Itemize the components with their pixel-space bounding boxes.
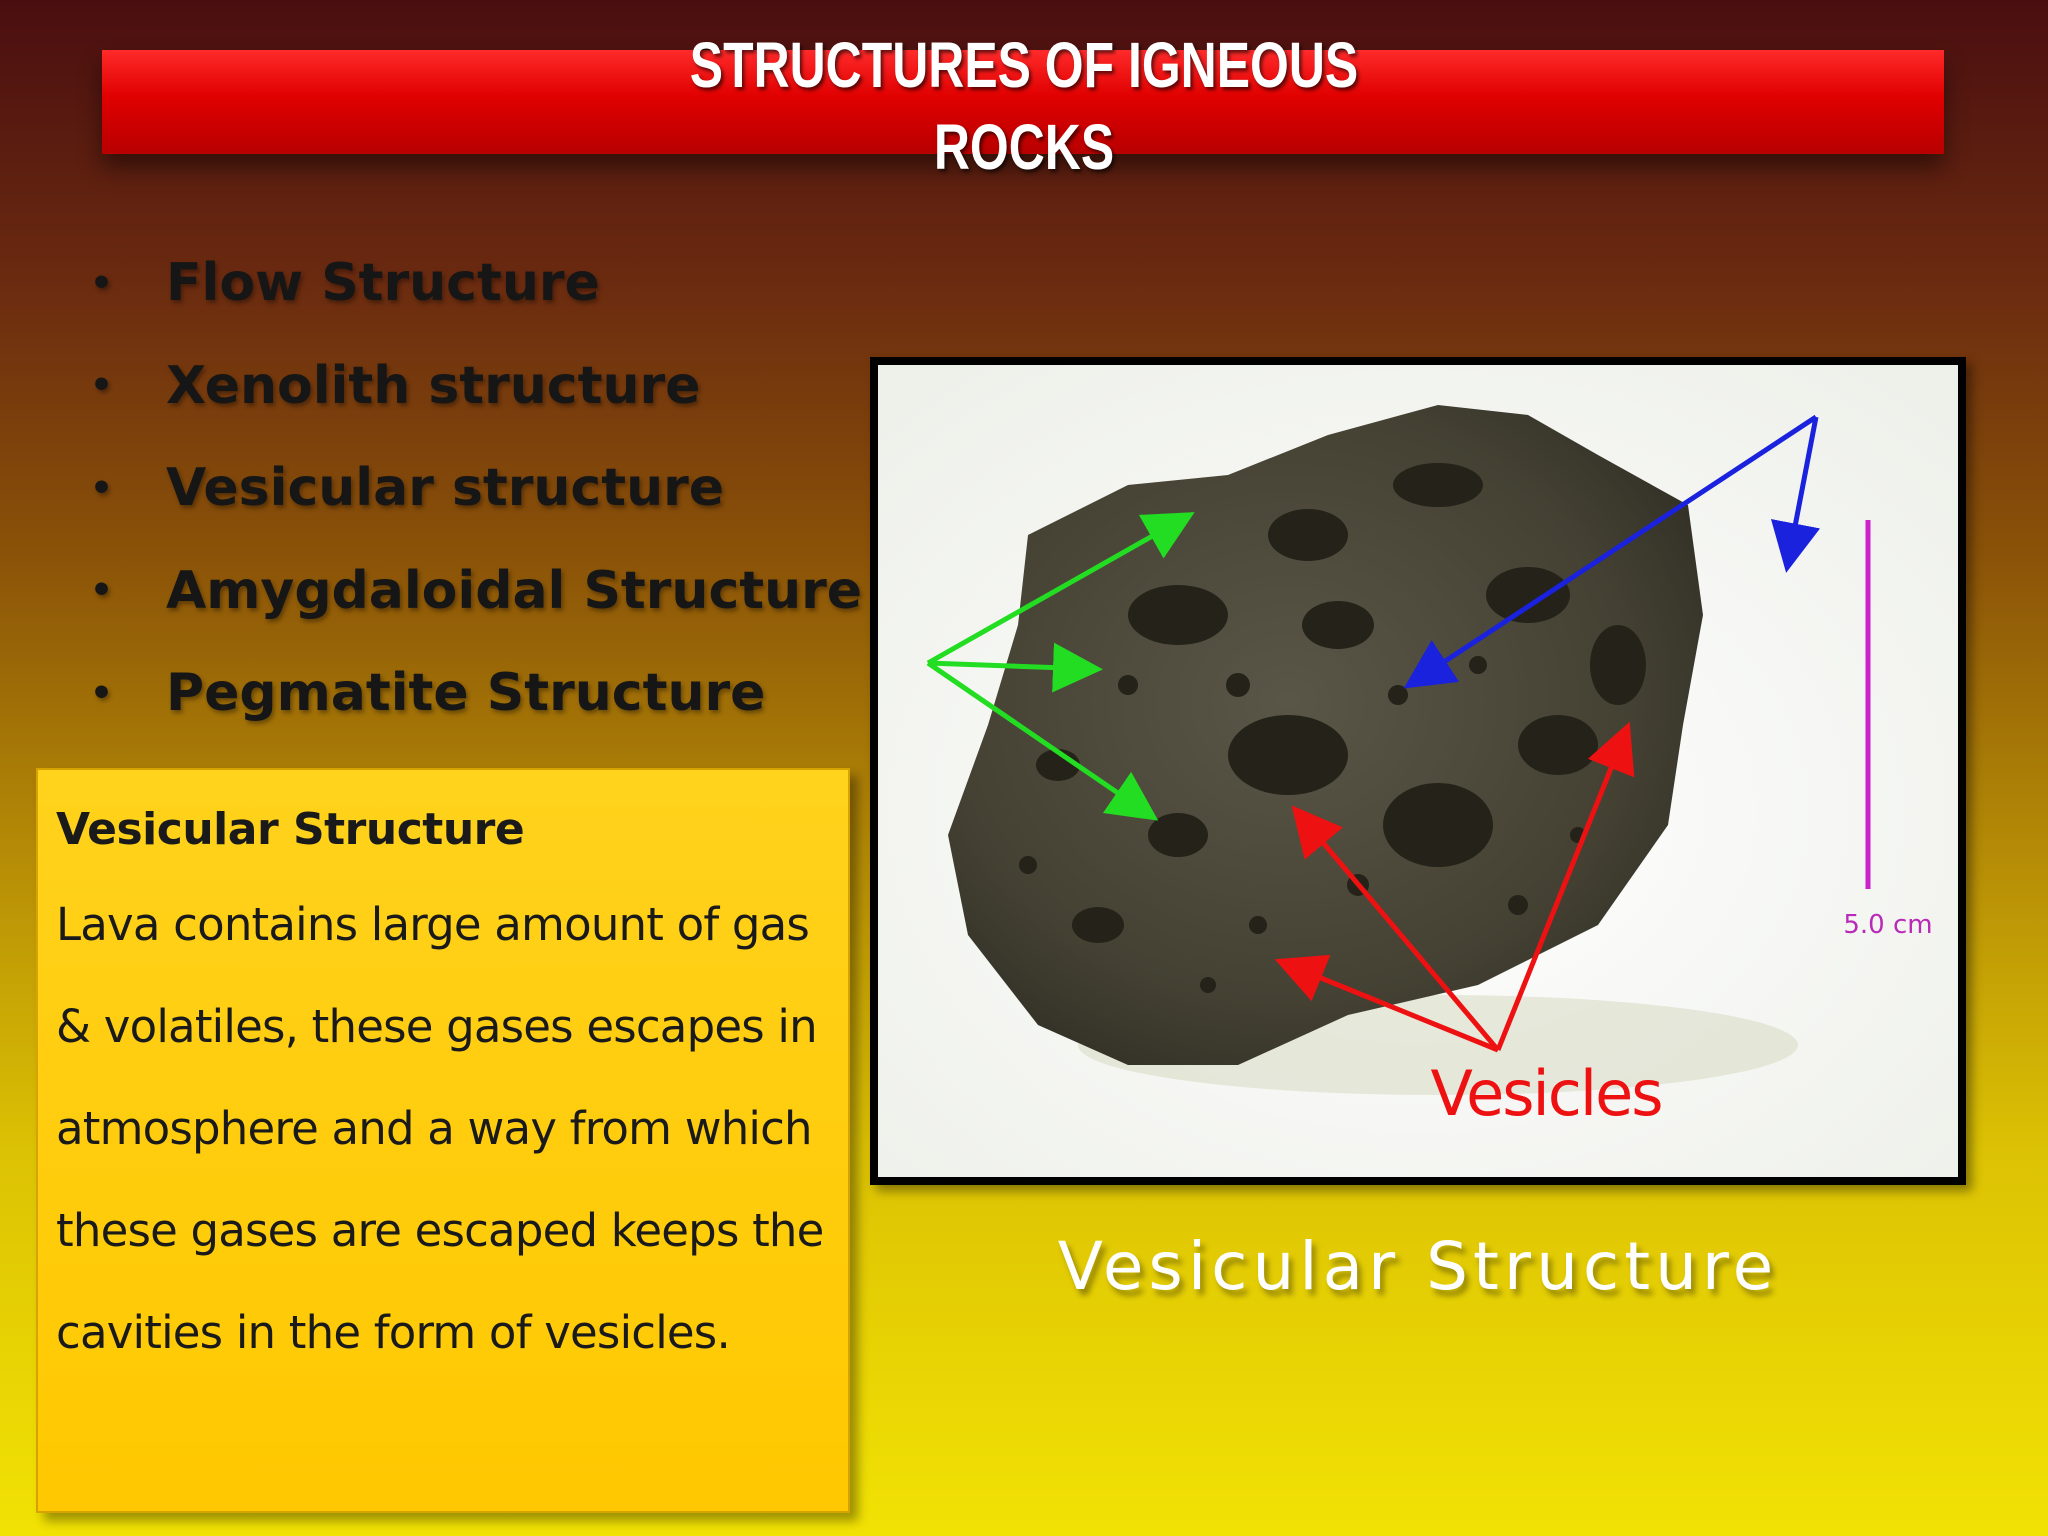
slide-title-text: STRUCTURES OF IGNEOUS ROCKS	[689, 29, 1359, 183]
image-caption: Vesicular Structure	[1057, 1228, 1779, 1305]
bullet-icon: •	[90, 672, 114, 714]
slide-title: STRUCTURES OF IGNEOUS ROCKS	[225, 24, 1822, 188]
list-item-label: Flow Structure	[166, 253, 600, 314]
scale-label: 5.0 cm	[1843, 910, 1932, 940]
list-item: • Pegmatite Structure	[86, 642, 862, 745]
green-arrows	[926, 512, 1195, 821]
list-item: • Flow Structure	[86, 232, 862, 335]
vesicle-cavities	[1019, 463, 1646, 993]
blue-arrows	[1403, 414, 1821, 689]
list-item-label: Pegmatite Structure	[166, 663, 766, 724]
info-box-heading: Vesicular Structure	[56, 804, 525, 855]
rock-photo-frame: 5.0 cm Vesicles	[870, 357, 1966, 1185]
bullet-icon: •	[90, 262, 114, 304]
red-arrows	[1274, 721, 1635, 1053]
list-item: • Amygdaloidal Structure	[86, 540, 862, 643]
title-banner	[102, 50, 1944, 154]
bullet-icon: •	[90, 467, 114, 509]
info-box: Vesicular Structure Lava contains large …	[36, 768, 850, 1513]
list-item-label: Vesicular structure	[166, 458, 725, 519]
list-item: • Vesicular structure	[86, 437, 862, 540]
bullet-icon: •	[90, 365, 114, 407]
list-item: • Xenolith structure	[86, 335, 862, 438]
list-item-label: Amygdaloidal Structure	[166, 560, 863, 621]
structure-list: • Flow Structure • Xenolith structure • Ves…	[86, 232, 862, 745]
vesicular-rock-photo: 5.0 cm Vesicles	[878, 365, 1958, 1177]
vesicles-label: Vesicles	[1430, 1057, 1661, 1130]
info-box-body: Lava contains large amount of gas & vola…	[56, 898, 824, 1359]
bullet-icon: •	[90, 570, 114, 612]
list-item-label: Xenolith structure	[166, 355, 701, 416]
